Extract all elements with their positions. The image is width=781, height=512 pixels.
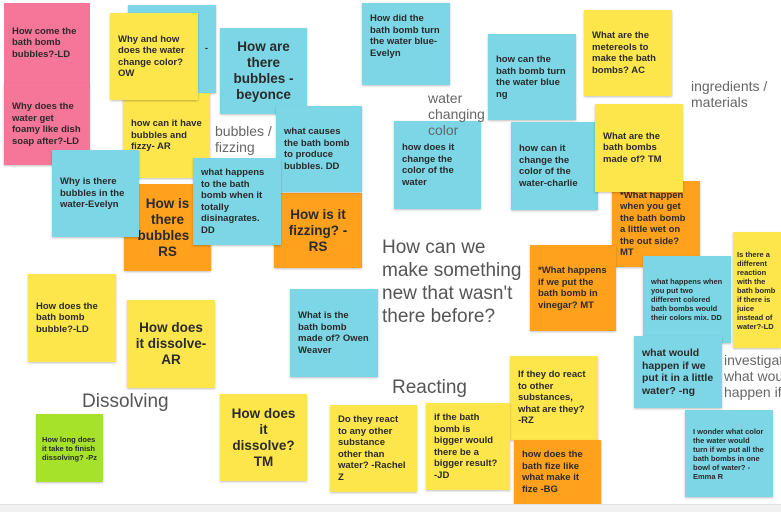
sticky-note[interactable]: How did the bath bomb turn the water blu… bbox=[362, 3, 450, 85]
sticky-note[interactable]: How long does it take to finish dissolvi… bbox=[36, 414, 103, 482]
sticky-note[interactable]: Do they react to any other substance oth… bbox=[330, 405, 417, 492]
sticky-note[interactable]: How is it fizzing? -RS bbox=[274, 193, 362, 268]
sticky-note[interactable]: What is the bath bomb made of? Owen Weav… bbox=[290, 289, 378, 377]
sticky-note[interactable]: how does the bath fize like what make it… bbox=[514, 440, 601, 504]
sticky-note[interactable]: *What happen when you get the bath bomb … bbox=[612, 181, 700, 267]
sticky-note[interactable]: what would happen if we put it in a litt… bbox=[634, 336, 722, 408]
sticky-note[interactable]: How come the bath bomb bubbles?-LD bbox=[4, 3, 90, 83]
sticky-note[interactable]: how does it change the color of the wate… bbox=[394, 121, 481, 209]
sticky-note[interactable]: What are the bath bombs made of? TM bbox=[595, 104, 683, 192]
sticky-note[interactable]: I wonder what color the water would turn… bbox=[685, 410, 773, 497]
sticky-note[interactable]: Is there a different reaction with the b… bbox=[733, 232, 781, 348]
sticky-note[interactable]: how can the bath bomb turn the water blu… bbox=[488, 34, 576, 120]
sticky-note[interactable]: How are there bubbles -beyonce bbox=[220, 28, 307, 114]
sticky-note[interactable]: If they do react to other substances, wh… bbox=[510, 356, 598, 440]
sticky-note[interactable]: Why is there bubbles in the water-Evelyn bbox=[52, 150, 139, 237]
category-label: Reacting bbox=[392, 377, 467, 398]
driving-question: How can we make something new that wasn'… bbox=[382, 237, 522, 327]
sticky-note[interactable]: if the bath bomb is bigger would there b… bbox=[426, 403, 510, 490]
category-label: investigating what would happen if... bbox=[724, 352, 781, 400]
category-label: Dissolving bbox=[82, 391, 169, 412]
sticky-note[interactable]: what causes the bath bomb to produce bub… bbox=[276, 106, 362, 192]
category-label: water changing color bbox=[428, 90, 485, 138]
sticky-note[interactable]: *What happens if we put the bath bomb in… bbox=[530, 245, 616, 331]
sticky-note[interactable]: How does the bath bomb bubble?-LD bbox=[28, 274, 116, 362]
category-label: ingredients / materials bbox=[691, 78, 768, 110]
sticky-note[interactable]: what happens to the bath bomb when it to… bbox=[193, 158, 281, 245]
sticky-note[interactable]: How does it dissolve- AR bbox=[127, 300, 215, 388]
sticky-note[interactable]: what happens when you put two different … bbox=[643, 256, 731, 343]
sticky-note[interactable]: Why and how does the water change color?… bbox=[110, 13, 198, 100]
category-label: bubbles / fizzing bbox=[215, 123, 272, 155]
sticky-note[interactable]: How does it dissolve? TM bbox=[220, 394, 307, 481]
sticky-note[interactable]: What are the metereols to make the bath … bbox=[584, 10, 672, 96]
sticky-note[interactable]: how can it change the color of the water… bbox=[511, 122, 598, 210]
